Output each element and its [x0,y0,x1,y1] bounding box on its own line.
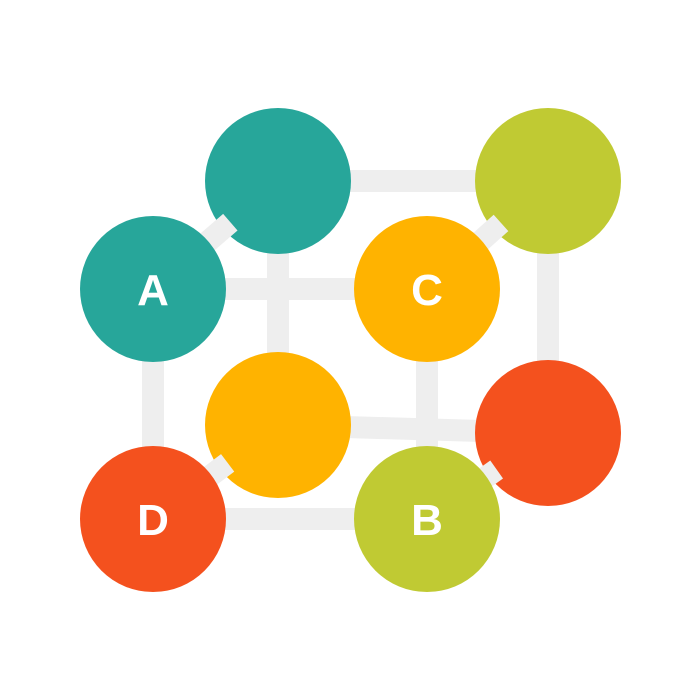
node-circle [475,360,621,506]
node-circle [80,216,226,362]
node-circle [205,352,351,498]
back-nodes [205,108,621,506]
node-back-bottom-right [475,360,621,506]
node-label: C [411,266,443,315]
node-circle [354,216,500,362]
node-front-top-left: A [80,216,226,362]
node-circle [205,108,351,254]
node-label: B [411,496,443,545]
node-front-bottom-left: D [80,446,226,592]
node-label: D [137,496,169,545]
node-label: A [137,266,169,315]
node-circle [475,108,621,254]
node-back-bottom-left [205,352,351,498]
node-circle [354,446,500,592]
node-back-top-left [205,108,351,254]
front-nodes: A C D B [80,216,500,592]
node-front-top-right: C [354,216,500,362]
node-circle [80,446,226,592]
node-back-top-right [475,108,621,254]
node-front-bottom-right: B [354,446,500,592]
